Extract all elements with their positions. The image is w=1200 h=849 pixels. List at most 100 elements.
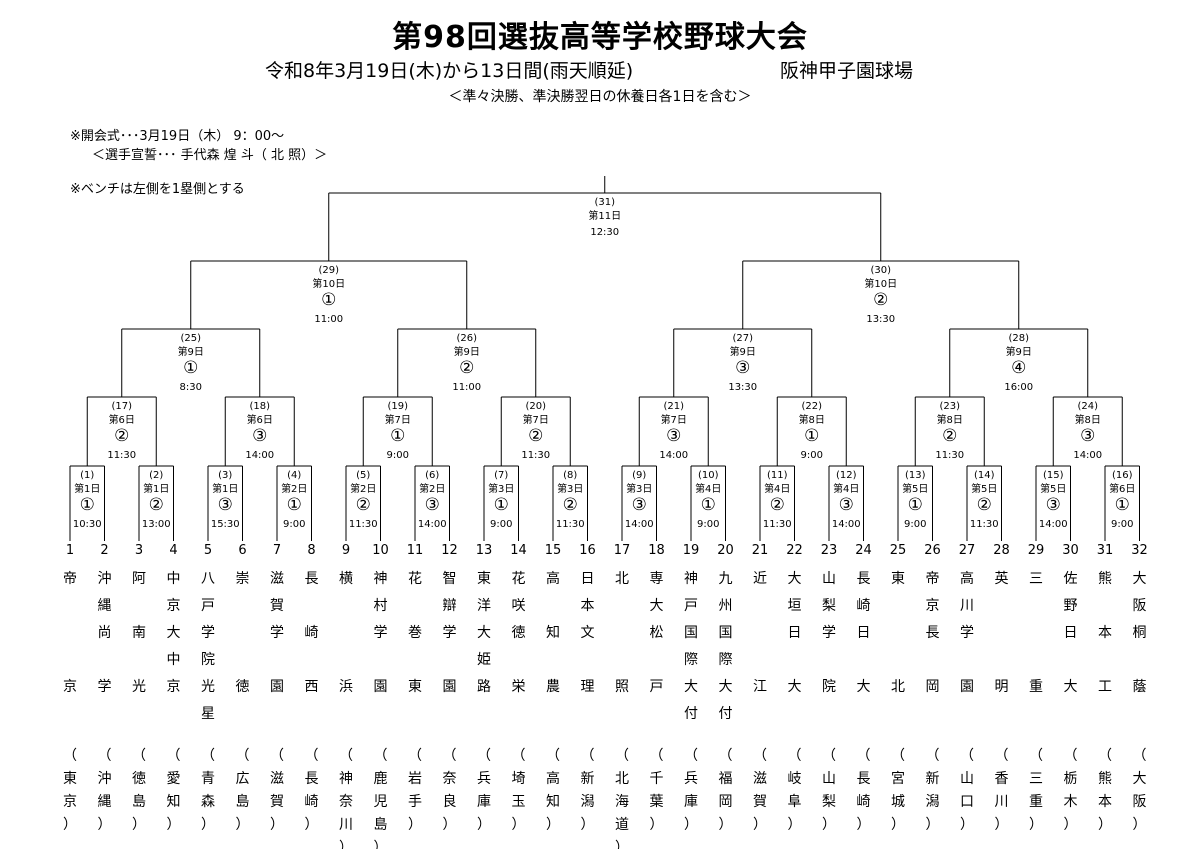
match-day: 第5日: [902, 482, 928, 495]
team-prefecture-char: 滋: [270, 771, 284, 787]
team-prefecture-char: 潟: [581, 794, 595, 810]
bench-side-note: ※ベンチは左側を1塁側とする: [70, 182, 245, 197]
match-slot: ③: [218, 495, 233, 515]
team-number: 30: [1062, 543, 1079, 558]
team-prefecture-char: 熊: [1098, 771, 1112, 787]
match-day: 第8日: [799, 413, 825, 426]
team-number: 29: [1028, 543, 1045, 558]
team-school-char: 際: [684, 652, 698, 668]
team-school-char: 本: [1098, 625, 1112, 641]
team-school-char: 姫: [477, 652, 491, 668]
team-prefecture-char: 広: [236, 771, 250, 787]
team-prefecture-char: 兵: [684, 771, 698, 787]
team-school-char: 大: [1133, 571, 1147, 587]
match-slot: ①: [80, 495, 95, 515]
team-school-char: 巻: [408, 625, 422, 641]
match-time: 14:00: [1039, 519, 1068, 530]
team-school-char: 京: [167, 679, 181, 695]
team-school-char: 州: [719, 598, 733, 614]
team-prefecture-char: 児: [374, 794, 388, 810]
team-prefecture-char: ）: [822, 817, 836, 833]
team-prefecture-char: （: [1064, 748, 1078, 764]
match-time: 9:00: [697, 519, 719, 530]
team-school-char: 花: [408, 571, 422, 587]
team-school-char: 日: [581, 571, 595, 587]
match-slot: ③: [1046, 495, 1061, 515]
team-school-char: 文: [581, 625, 595, 641]
team-prefecture-char: ）: [926, 817, 940, 833]
team-school-char: 工: [1098, 679, 1112, 695]
team-school-char: 学: [270, 625, 284, 641]
team-school-char: 三: [1029, 571, 1043, 587]
match-time: 9:00: [904, 519, 926, 530]
team-prefecture-char: 知: [167, 793, 181, 810]
match-time: 9:00: [801, 450, 823, 461]
match-day: 第4日: [833, 482, 859, 495]
team-prefecture-char: 城: [891, 794, 905, 810]
team-school-char: 崎: [857, 598, 871, 614]
team-prefecture-char: 兵: [477, 771, 491, 787]
team-prefecture-char: 新: [926, 771, 940, 787]
team-prefecture-char: ）: [995, 817, 1009, 833]
team-prefecture-char: 島: [132, 794, 146, 810]
team-school-char: 智: [443, 571, 457, 587]
match-day: 第6日: [1109, 482, 1135, 495]
match-day: 第3日: [557, 482, 583, 495]
team-prefecture-char: （: [546, 748, 560, 764]
match-slot: ①: [701, 495, 716, 515]
team-prefecture-char: （: [788, 748, 802, 764]
team-prefecture-char: 本: [1098, 794, 1112, 810]
team-prefecture-char: ）: [960, 817, 974, 833]
team-prefecture-char: 道: [615, 817, 629, 833]
team-number: 20: [717, 543, 734, 558]
team-prefecture-char: 知: [546, 793, 560, 810]
team-prefecture-char: 愛: [167, 771, 181, 787]
team-prefecture-char: 東: [63, 771, 77, 787]
team-prefecture-char: 大: [1133, 771, 1147, 787]
team-number: 22: [786, 543, 803, 558]
team-school-char: 山: [822, 571, 836, 587]
team-prefecture-char: （: [443, 748, 457, 764]
match-time: 15:30: [211, 519, 240, 530]
team-prefecture-char: ）: [1064, 817, 1078, 833]
team-prefecture-char: （: [63, 748, 77, 764]
team-school-char: 戸: [650, 679, 664, 695]
team-prefecture-char: ）: [443, 817, 457, 833]
team-school-char: 徳: [512, 625, 526, 641]
page-title: 第98回選抜高等学校野球大会: [392, 20, 808, 55]
match-time: 9:00: [1111, 519, 1133, 530]
team-school-char: 近: [753, 571, 767, 587]
team-school-char: 長: [857, 571, 871, 587]
team-prefecture-char: 山: [960, 771, 974, 787]
team-number: 6: [238, 543, 246, 558]
match-slot: ②: [459, 358, 474, 378]
team-number: 28: [993, 543, 1010, 558]
team-prefecture-char: 良: [443, 794, 457, 810]
team-school-char: 学: [374, 625, 388, 641]
match-slot: ③: [1080, 426, 1095, 446]
team-prefecture-char: 阜: [788, 793, 802, 810]
team-school-char: 神: [374, 571, 388, 587]
match-day: 第1日: [143, 482, 169, 495]
match-slot: ②: [770, 495, 785, 515]
team-school-char: 京: [926, 598, 940, 614]
match-day: 第4日: [695, 482, 721, 495]
match-number: (14): [974, 470, 995, 481]
match-number: (30): [870, 265, 891, 276]
match-time: 9:00: [490, 519, 512, 530]
match-day: 第9日: [178, 345, 204, 358]
team-school-char: 東: [408, 679, 422, 695]
team-school-char: 咲: [512, 598, 526, 614]
match-number: (7): [494, 470, 508, 481]
match-day: 第6日: [247, 413, 273, 426]
match-slot: ①: [321, 290, 336, 310]
match-number: (1): [80, 470, 94, 481]
team-school-char: 学: [98, 679, 112, 695]
team-prefecture-char: （: [339, 748, 353, 764]
match-time: 14:00: [418, 519, 447, 530]
team-prefecture-char: （: [615, 748, 629, 764]
match-day: 第11日: [588, 209, 621, 222]
team-prefecture-char: （: [1029, 748, 1043, 764]
team-school-char: 理: [581, 679, 595, 695]
match-time: 11:00: [314, 314, 343, 325]
